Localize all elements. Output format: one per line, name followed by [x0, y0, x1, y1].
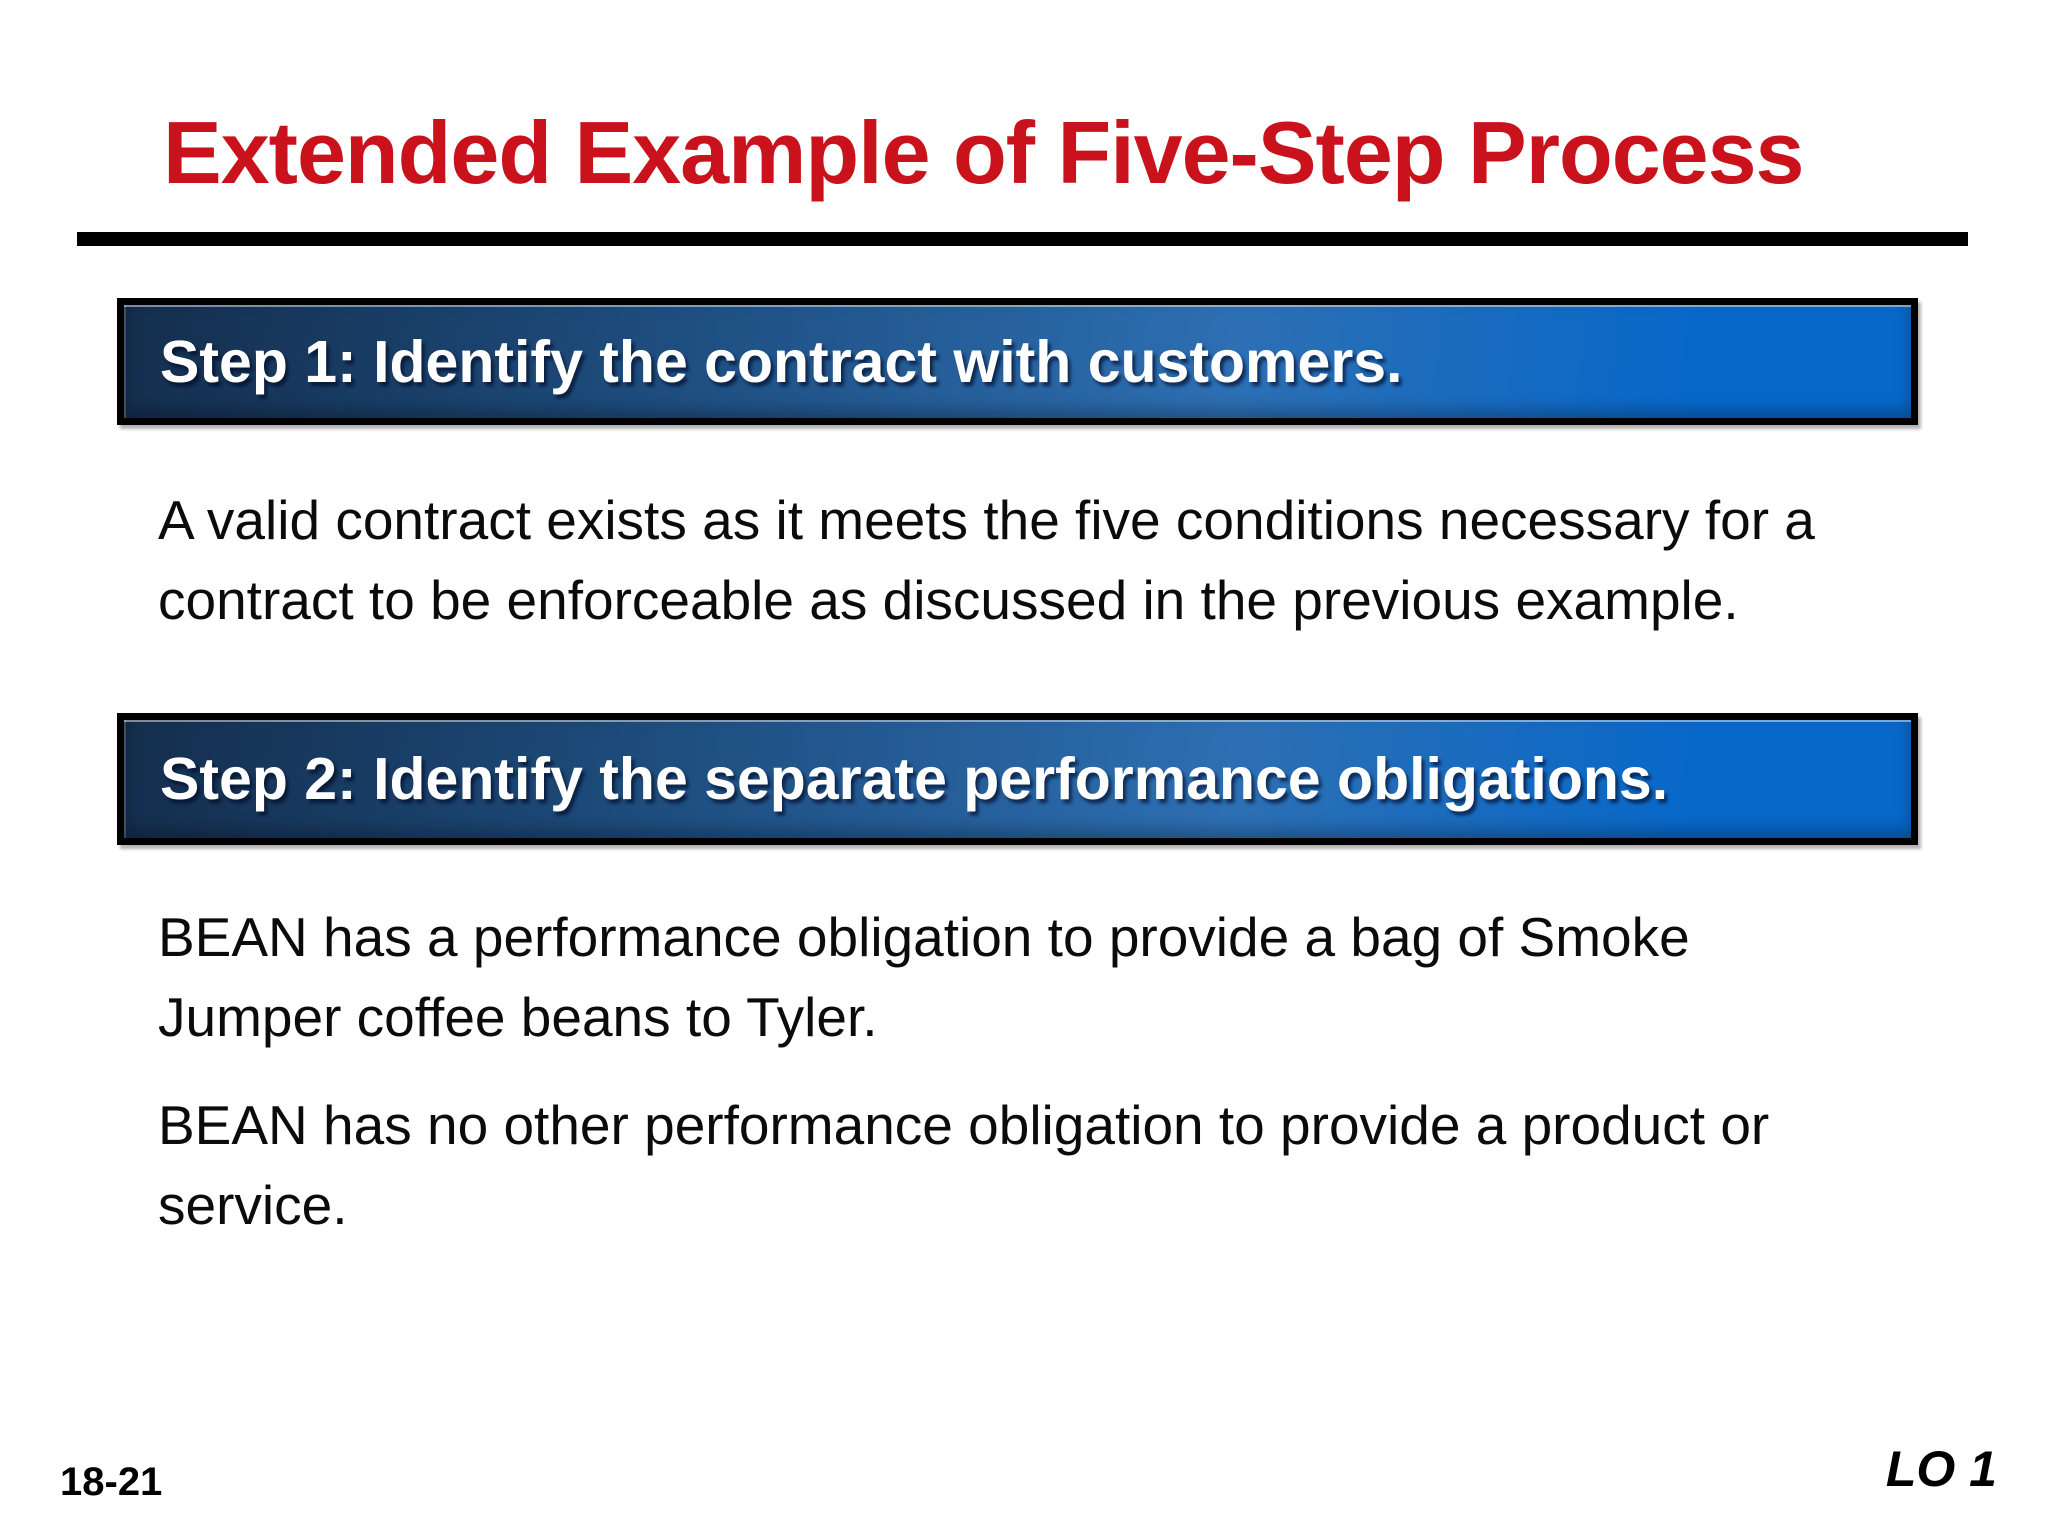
paragraph-line: contract to be enforceable as discussed … [158, 569, 1739, 631]
page-number-label: 18-21 [60, 1460, 163, 1504]
learning-objective-label: LO 1 [1885, 1441, 1997, 1497]
paragraph-valid-contract: A valid contract exists as it meets the … [158, 480, 1815, 640]
paragraph-line: service. [158, 1174, 348, 1236]
slide-title: Extended Example of Five-Step Process [163, 103, 1804, 202]
title-underline-rule [77, 232, 1968, 246]
paragraph-bean-no-other-obligation: BEAN has no other performance obligation… [158, 1085, 1769, 1245]
paragraph-line: Jumper coffee beans to Tyler. [158, 986, 878, 1048]
paragraph-line: A valid contract exists as it meets the … [158, 489, 1815, 551]
paragraph-bean-obligation: BEAN has a performance obligation to pro… [158, 897, 1690, 1057]
paragraph-line: BEAN has a performance obligation to pro… [158, 906, 1690, 968]
step2-banner-label: Step 2: Identify the separate performanc… [160, 746, 1669, 812]
step2-banner: Step 2: Identify the separate performanc… [117, 713, 1918, 845]
step1-banner-label: Step 1: Identify the contract with custo… [160, 328, 1403, 395]
paragraph-line: BEAN has no other performance obligation… [158, 1094, 1770, 1156]
step1-banner: Step 1: Identify the contract with custo… [117, 298, 1918, 425]
